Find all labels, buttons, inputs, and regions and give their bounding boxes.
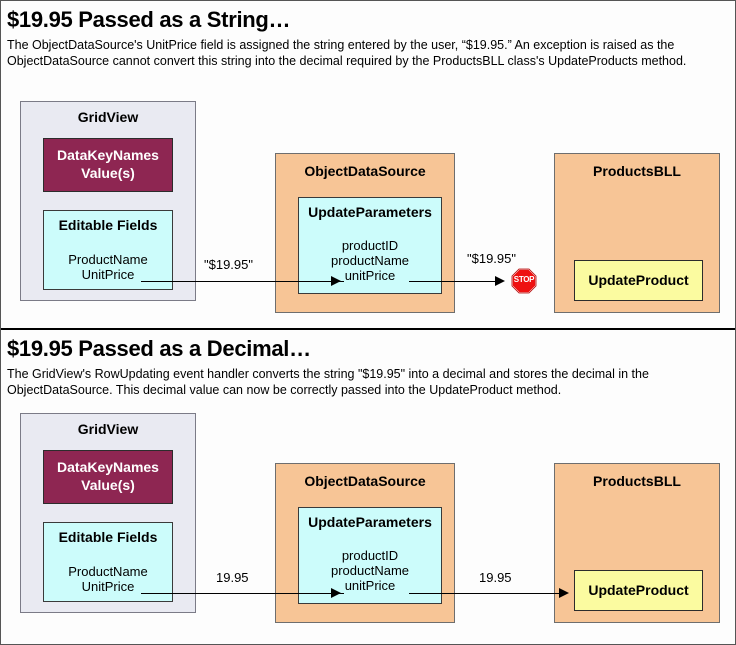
objectdatasource-title-string: ObjectDataSource bbox=[304, 163, 426, 179]
datakeynames-box-decimal[interactable]: DataKeyNames Value(s) bbox=[43, 450, 173, 504]
updateparameters-title-string: UpdateParameters bbox=[308, 204, 432, 220]
stop-sign-icon: STOP bbox=[511, 268, 537, 294]
arrow-ods-to-stop-string bbox=[409, 281, 502, 282]
arrow-label-ods-to-bll-string: "$19.95" bbox=[467, 251, 516, 266]
updateparameter-unitprice-string: unitPrice bbox=[344, 268, 396, 283]
section-decimal-title: $19.95 Passed as a Decimal… bbox=[7, 336, 311, 361]
updateparameter-productid-decimal: productID bbox=[341, 548, 399, 563]
editable-fields-box-decimal[interactable]: Editable Fields ProductName UnitPrice bbox=[43, 522, 173, 602]
section-string-title: $19.95 Passed as a String… bbox=[7, 7, 291, 32]
editable-fields-box-string[interactable]: Editable Fields ProductName UnitPrice bbox=[43, 210, 173, 290]
updateparameter-productname-decimal: productName bbox=[330, 563, 410, 578]
updateproduct-box-string[interactable]: UpdateProduct bbox=[574, 260, 703, 301]
arrow-gridview-to-ods-string bbox=[141, 281, 344, 282]
updateproduct-label-decimal: UpdateProduct bbox=[588, 582, 689, 598]
arrow-label-gridview-to-ods-string: "$19.95" bbox=[204, 257, 253, 272]
arrow-label-gridview-to-ods-decimal: 19.95 bbox=[216, 570, 249, 585]
arrow-label-ods-to-bll-decimal: 19.95 bbox=[479, 570, 512, 585]
updateparameter-productname-string: productName bbox=[330, 253, 410, 268]
datakeynames-box-string[interactable]: DataKeyNames Value(s) bbox=[43, 138, 173, 192]
arrow-head-ods-string bbox=[331, 276, 341, 286]
objectdatasource-title-decimal: ObjectDataSource bbox=[304, 473, 426, 489]
updateparameters-box-string[interactable]: UpdateParameters productID productName u… bbox=[298, 197, 442, 294]
gridview-title-string: GridView bbox=[77, 109, 139, 125]
productsbll-title-decimal: ProductsBLL bbox=[593, 473, 681, 489]
editable-fields-title-string: Editable Fields bbox=[58, 217, 158, 233]
updateparameter-productid-string: productID bbox=[341, 238, 399, 253]
updateproduct-label-string: UpdateProduct bbox=[588, 272, 689, 288]
updateproduct-box-decimal[interactable]: UpdateProduct bbox=[574, 570, 703, 611]
gridview-title-decimal: GridView bbox=[77, 421, 139, 437]
section-decimal-description: The GridView's RowUpdating event handler… bbox=[7, 367, 649, 397]
stop-sign-label: STOP bbox=[513, 275, 535, 284]
editable-field-unitprice-decimal: UnitPrice bbox=[81, 579, 135, 594]
productsbll-title-string: ProductsBLL bbox=[593, 163, 681, 179]
updateparameters-title-decimal: UpdateParameters bbox=[308, 514, 432, 530]
arrow-head-ods-decimal bbox=[331, 588, 341, 598]
editable-field-productname-decimal: ProductName bbox=[68, 564, 148, 579]
arrow-ods-to-bll-decimal bbox=[409, 593, 565, 594]
editable-field-unitprice-string: UnitPrice bbox=[81, 267, 135, 282]
datakeynames-line2-decimal: Value(s) bbox=[81, 477, 135, 493]
arrow-head-bll-decimal bbox=[559, 588, 569, 598]
datakeynames-line1-string: DataKeyNames bbox=[57, 147, 159, 163]
arrow-head-stop-string bbox=[495, 276, 505, 286]
updateparameters-box-decimal[interactable]: UpdateParameters productID productName u… bbox=[298, 507, 442, 604]
section-decimal-passed: $19.95 Passed as a Decimal… The GridView… bbox=[1, 328, 735, 644]
arrow-gridview-to-ods-decimal bbox=[141, 593, 344, 594]
section-string-passed: $19.95 Passed as a String… The ObjectDat… bbox=[1, 1, 735, 328]
updateparameter-unitprice-decimal: unitPrice bbox=[344, 578, 396, 593]
datakeynames-line2-string: Value(s) bbox=[81, 165, 135, 181]
editable-fields-title-decimal: Editable Fields bbox=[58, 529, 158, 545]
editable-field-productname-string: ProductName bbox=[68, 252, 148, 267]
datakeynames-line1-decimal: DataKeyNames bbox=[57, 459, 159, 475]
section-string-description: The ObjectDataSource's UnitPrice field i… bbox=[7, 38, 687, 68]
